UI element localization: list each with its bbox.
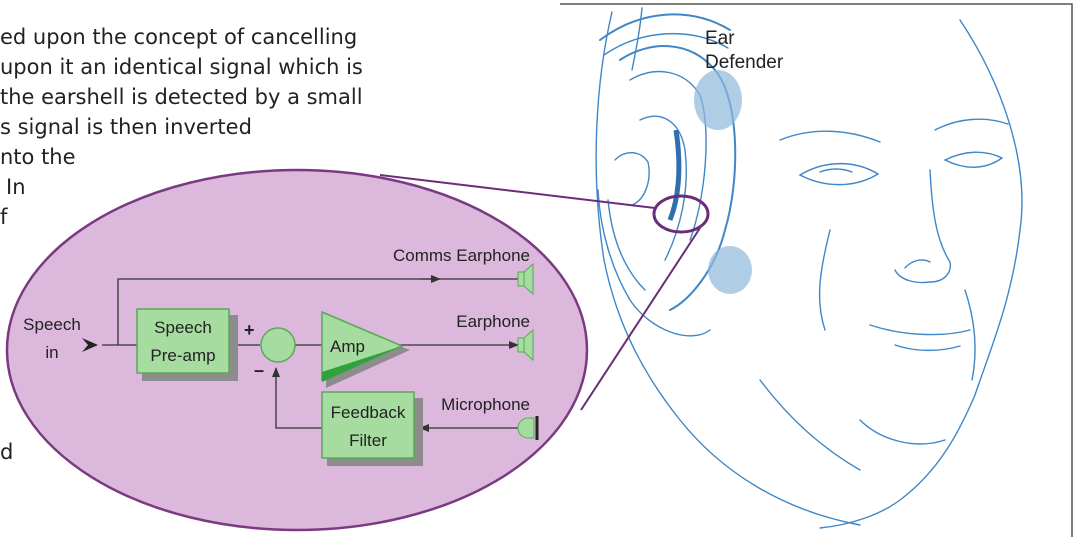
amp-label: Amp xyxy=(330,337,365,356)
speech-in-label-2: in xyxy=(45,343,58,362)
detail-ellipse xyxy=(7,170,587,530)
filter-label-2: Filter xyxy=(349,431,387,450)
earphone-label: Earphone xyxy=(456,312,530,331)
connector-lower xyxy=(581,228,700,410)
ear-defender-label-1: Ear xyxy=(705,28,735,49)
ear-defender-label-2: Defender xyxy=(705,52,784,73)
comms-earphone-label: Comms Earphone xyxy=(393,246,530,265)
minus-sign: – xyxy=(254,360,264,380)
ear-cable xyxy=(670,130,679,220)
ear-cup-lower xyxy=(708,246,752,294)
summing-junction xyxy=(261,328,295,362)
ear-cup-upper xyxy=(694,70,742,130)
filter-label-1: Feedback xyxy=(331,403,406,422)
speech-in-label-1: Speech xyxy=(23,315,81,334)
preamp-label-2: Pre-amp xyxy=(150,346,215,365)
face-sketch xyxy=(596,8,1022,528)
microphone-label: Microphone xyxy=(441,395,530,414)
preamp-label-1: Speech xyxy=(154,318,212,337)
plus-sign: + xyxy=(244,320,255,340)
